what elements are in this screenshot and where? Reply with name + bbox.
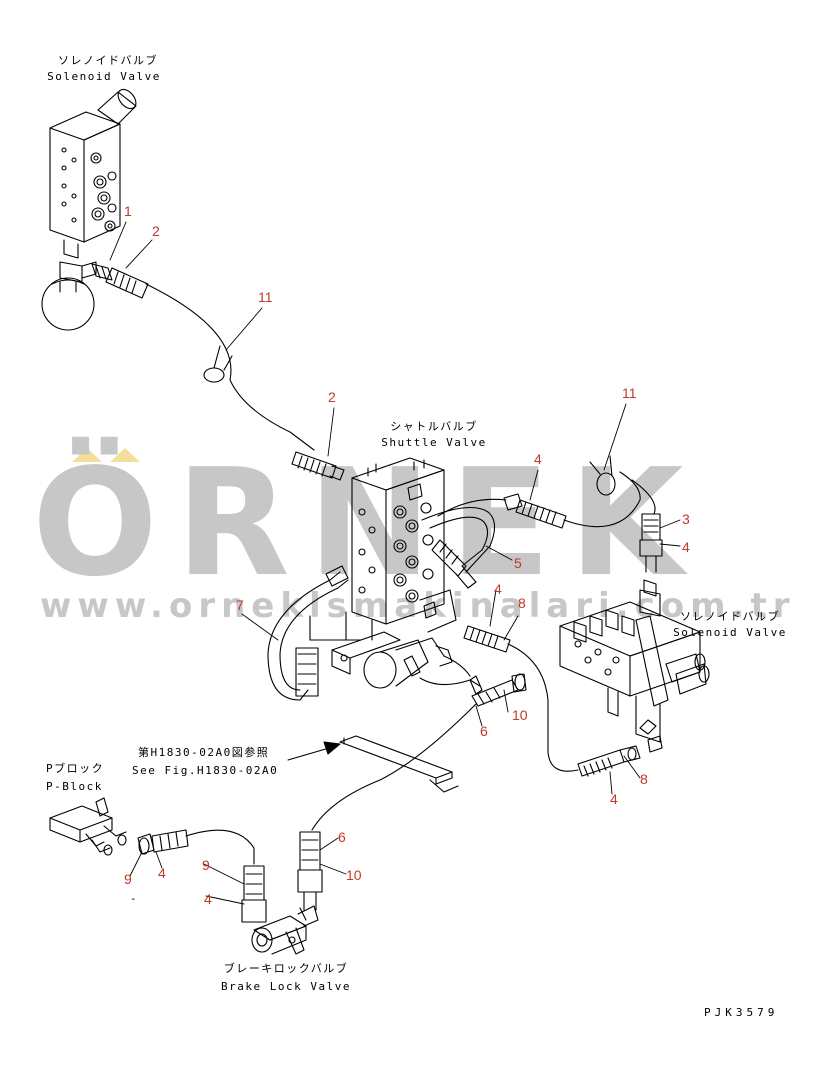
callout-2: 2 — [328, 389, 336, 405]
callout-4: 4 — [204, 891, 212, 907]
callout-3: 3 — [682, 511, 690, 527]
callout-4: 4 — [494, 581, 502, 597]
p-block — [49, 797, 127, 856]
hose-2-top — [105, 267, 345, 481]
p-block-label-jp: Pブロック — [46, 762, 105, 775]
hose-6-10 — [297, 673, 527, 911]
drawing-code: PJK3579 — [704, 1006, 779, 1019]
hose-7-loop — [267, 565, 361, 701]
brake-lock-valve-label-jp: ブレーキロックバルブ — [223, 962, 349, 975]
leader-lines — [109, 221, 681, 905]
solenoid-valve-right — [559, 579, 710, 753]
p-block-label-en: P-Block — [46, 780, 103, 793]
callout-11: 11 — [258, 289, 273, 305]
callout-8: 8 — [518, 595, 526, 611]
shuttle-valve-label-en: Shuttle Valve — [381, 436, 487, 449]
hose-8 — [463, 625, 641, 777]
callout-11: 11 — [622, 385, 637, 401]
callout-6: 6 — [338, 829, 346, 845]
callout-2: 2 — [152, 223, 160, 239]
hose-4-upper — [437, 455, 663, 573]
shuttle-valve-assembly — [331, 457, 483, 695]
shuttle-valve-label-jp: シャトルバルブ — [390, 420, 478, 433]
callout-1: 1 — [124, 203, 132, 219]
brake-lock-valve-label-en: Brake Lock Valve — [221, 980, 351, 993]
reference-label-jp: 第H1830-02A0図参照 — [138, 746, 270, 759]
callout-9: 9 — [124, 871, 132, 887]
solenoid-valve-right-label-jp: ソレノイドバルブ — [680, 610, 780, 623]
solenoid-valve-top-left — [41, 88, 137, 331]
callout-4: 4 — [158, 865, 166, 881]
solenoid-valve-right-label-en: Solenoid Valve — [673, 626, 787, 639]
reference-bracket — [287, 735, 459, 793]
callout-10: 10 — [512, 707, 528, 723]
callout-4: 4 — [610, 791, 618, 807]
callout-6: 6 — [480, 723, 488, 739]
hose-9 — [137, 829, 267, 923]
brake-lock-valve — [251, 905, 319, 955]
callout-10: 10 — [346, 867, 362, 883]
callout-9: 9 — [202, 857, 210, 873]
reference-label-en: See Fig.H1830-02A0 — [132, 764, 279, 777]
callout-4: 4 — [682, 539, 690, 555]
stray-mark: - — [130, 892, 139, 905]
callout-7: 7 — [236, 597, 244, 613]
callout-5: 5 — [514, 555, 522, 571]
callout-4: 4 — [534, 451, 542, 467]
solenoid-valve-top-label-jp: ソレノイドバルブ — [58, 54, 158, 67]
callout-8: 8 — [640, 771, 648, 787]
solenoid-valve-top-label-en: Solenoid Valve — [47, 70, 161, 83]
